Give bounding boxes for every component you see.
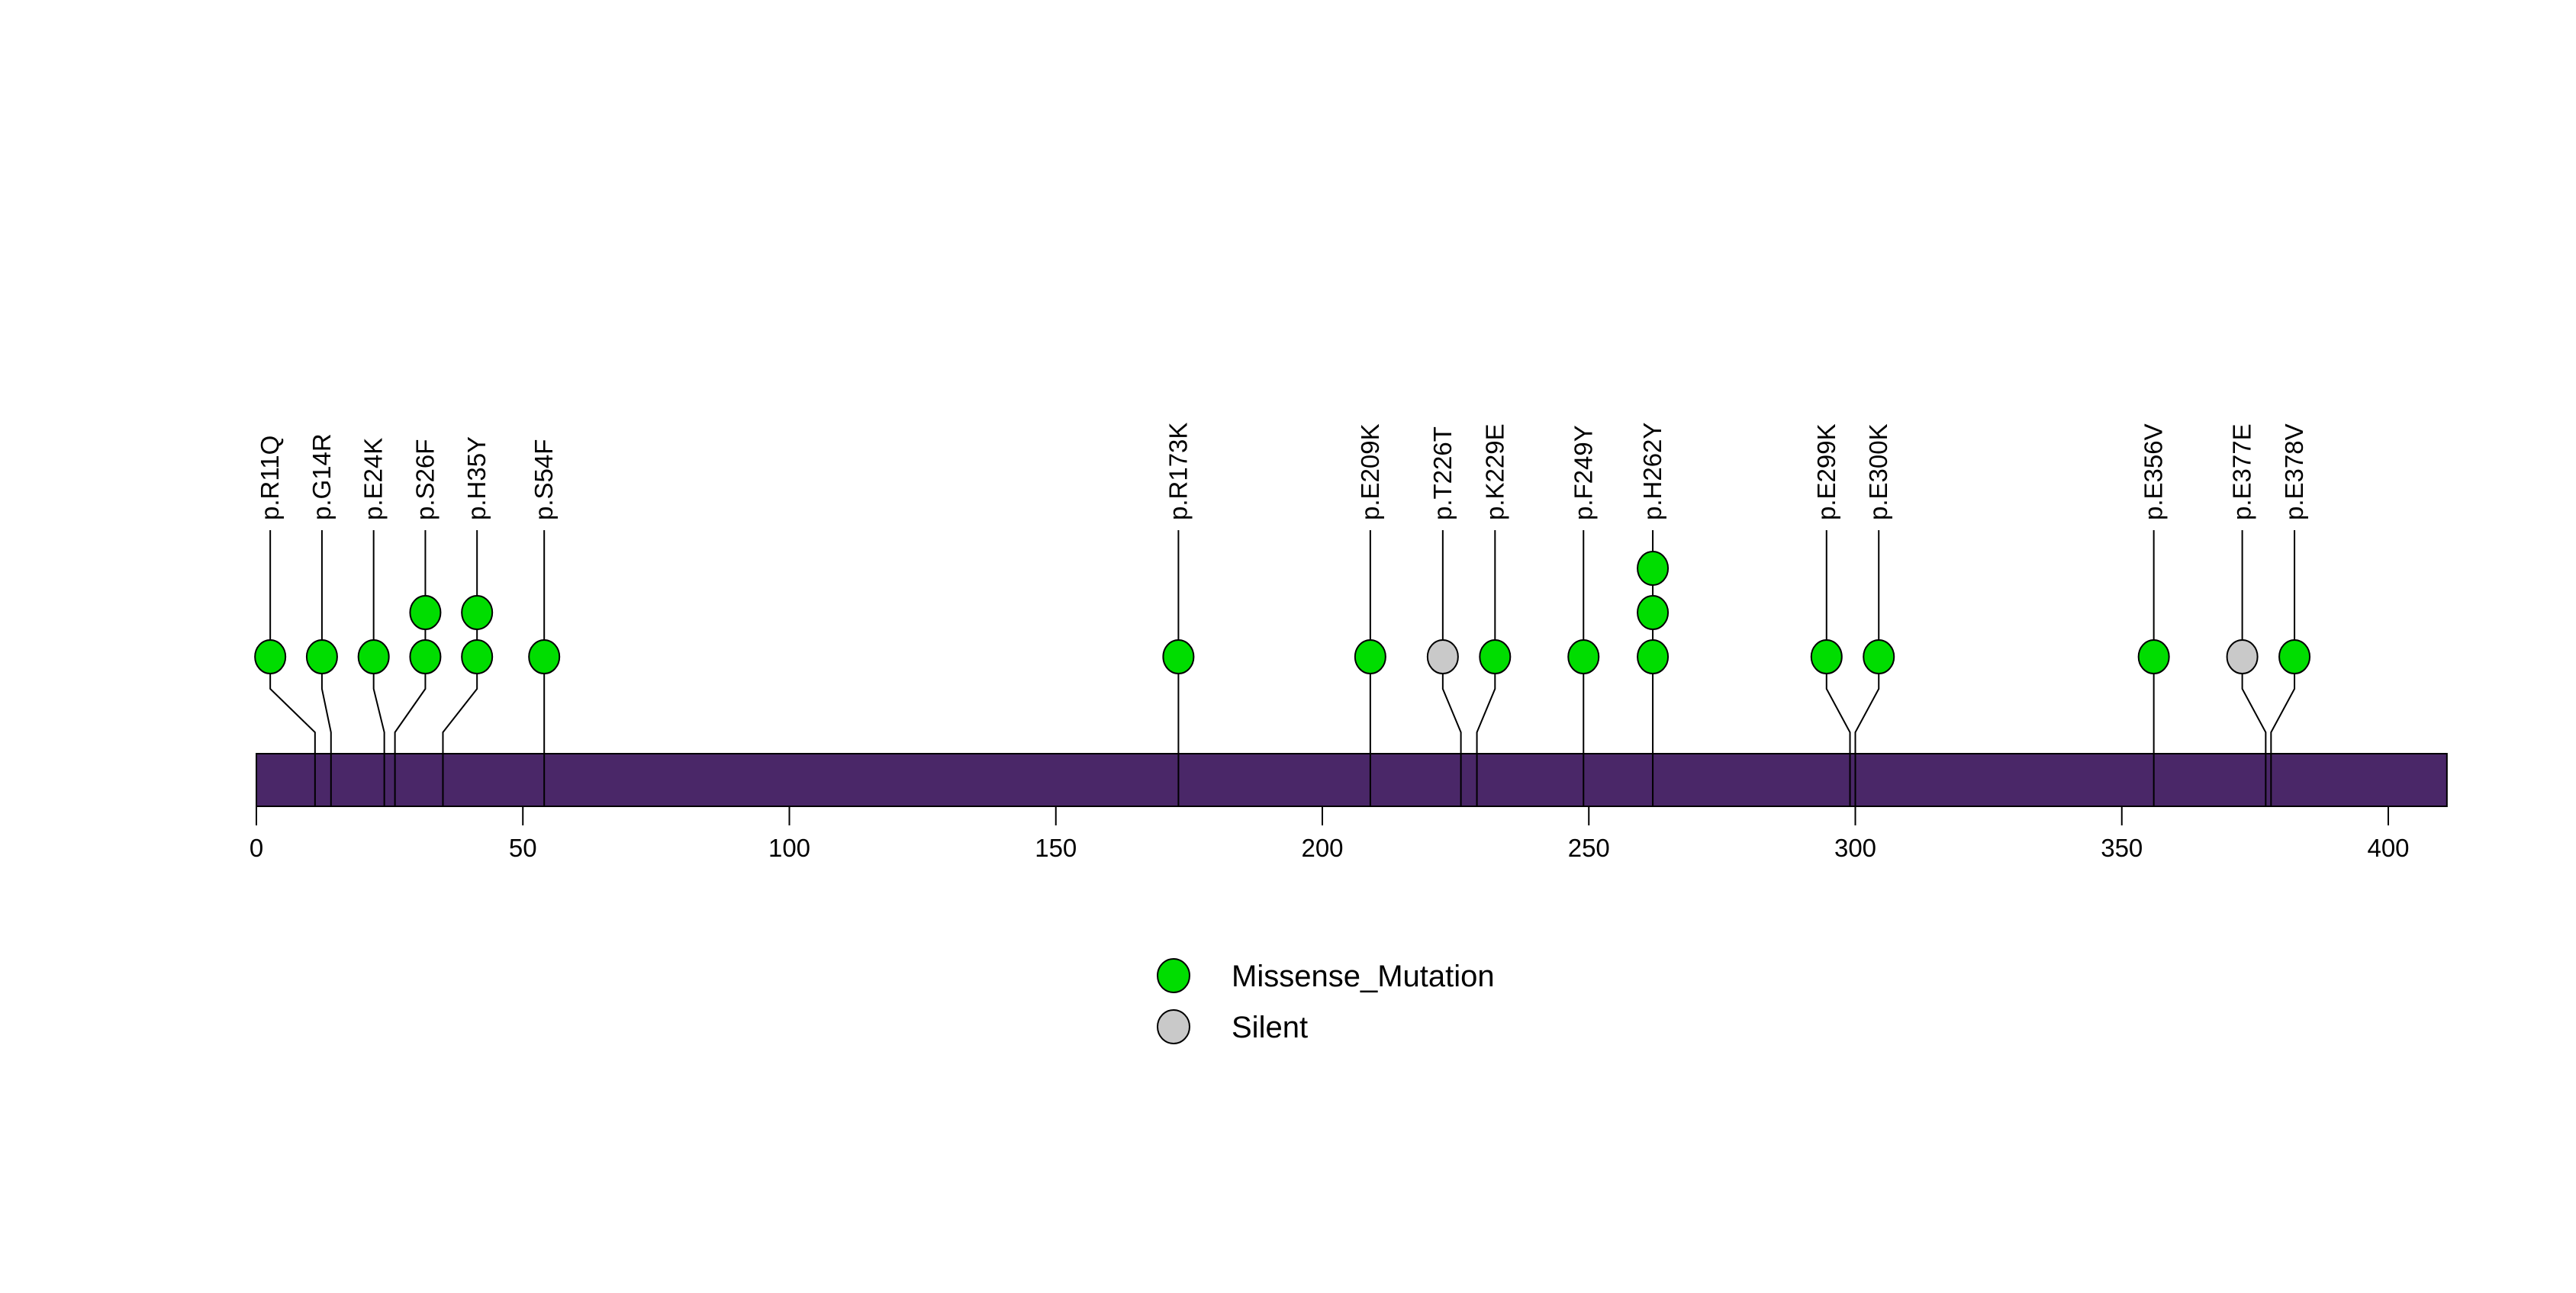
lollipop-stem-p.K229E: [1476, 530, 1496, 806]
mutation-dot-p.H262Y: [1637, 639, 1670, 674]
mutation-dot-p.H262Y: [1637, 551, 1670, 586]
mutation-label-p.E378V: p.E378V: [2280, 423, 2308, 520]
axis-tick-label: 0: [250, 834, 263, 862]
mutation-dot-p.S54F: [528, 639, 561, 674]
axis-tick-label: 150: [1035, 834, 1077, 862]
mutation-label-p.H35Y: p.H35Y: [462, 436, 491, 520]
lollipop-stems: [269, 530, 2296, 806]
axis-tick-label: 250: [1568, 834, 1610, 862]
mutation-labels: p.R11Q p.G14R p.E24K p.S26F p.H35Y p.S54F p.R1…: [256, 423, 2308, 520]
legend-label-Silent: Silent: [1232, 1011, 1308, 1044]
mutation-dot-p.E300K: [1863, 639, 1895, 674]
mutation-label-p.F249Y: p.F249Y: [1569, 425, 1597, 520]
mutation-label-p.H262Y: p.H262Y: [1638, 423, 1666, 520]
mutation-dot-p.H35Y: [461, 639, 494, 674]
mutation-dot-p.E209K: [1354, 639, 1386, 674]
mutation-dot-p.E377E: [2226, 639, 2259, 674]
lollipop-stem-p.E299K: [1825, 530, 1851, 806]
mutation-label-p.S54F: p.S54F: [530, 439, 558, 520]
mutation-label-p.E300K: p.E300K: [1864, 423, 1892, 520]
mutation-dot-p.E299K: [1810, 639, 1843, 674]
mutation-dot-p.E24K: [357, 639, 390, 674]
mutation-label-p.T226T: p.T226T: [1428, 426, 1457, 520]
mutation-dot-p.S26F: [409, 639, 442, 674]
mutation-dot-p.S26F: [409, 595, 442, 630]
lollipop-dots: [254, 551, 2311, 674]
lollipop-stem-p.E300K: [1854, 530, 1880, 806]
mutation-dot-p.F249Y: [1567, 639, 1600, 674]
axis-tick-label: 50: [509, 834, 537, 862]
legend-swatch-Missense_Mutation: [1157, 958, 1190, 993]
mutation-label-p.E209K: p.E209K: [1356, 423, 1384, 520]
legend-swatch-Silent: [1157, 1009, 1190, 1044]
mutation-dot-p.H35Y: [461, 595, 494, 630]
mutation-dot-p.E378V: [2278, 639, 2311, 674]
mutation-label-p.S26F: p.S26F: [411, 439, 439, 520]
axis-tick-label: 200: [1301, 834, 1343, 862]
x-axis: 0 50 100 150 200 250 300 350 400: [250, 806, 2410, 862]
lollipop-stem-p.T226T: [1441, 530, 1462, 806]
mutation-dot-p.K229E: [1479, 639, 1512, 674]
mutation-dot-p.G14R: [305, 639, 338, 674]
mutation-dot-p.R11Q: [254, 639, 287, 674]
mutation-label-p.R11Q: p.R11Q: [256, 436, 284, 520]
axis-tick-label: 350: [2101, 834, 2143, 862]
lollipop-stem-p.G14R: [320, 530, 332, 806]
mutation-dot-p.T226T: [1426, 639, 1459, 674]
mutation-dot-p.R173K: [1162, 639, 1195, 674]
mutation-label-p.E356V: p.E356V: [2140, 423, 2168, 520]
mutation-dot-p.H262Y: [1637, 595, 1670, 630]
lollipop-stem-p.E378V: [2270, 530, 2296, 806]
lollipop-stem-p.E24K: [372, 530, 385, 806]
mutation-label-p.E24K: p.E24K: [359, 438, 388, 520]
lollipop-stem-p.E377E: [2241, 530, 2267, 806]
mutation-dot-p.E356V: [2137, 639, 2170, 674]
protein-backbone: [256, 753, 2448, 807]
mutation-label-p.G14R: p.G14R: [308, 433, 336, 520]
axis-tick-label: 100: [768, 834, 810, 862]
axis-tick-label: 300: [1834, 834, 1876, 862]
axis-tick-label: 400: [2367, 834, 2409, 862]
mutation-label-p.R173K: p.R173K: [1164, 423, 1192, 520]
mutation-label-p.E299K: p.E299K: [1812, 423, 1840, 520]
mutation-label-p.E377E: p.E377E: [2228, 423, 2256, 520]
mutation-label-p.K229E: p.K229E: [1480, 423, 1509, 520]
legend-label-Missense_Mutation: Missense_Mutation: [1232, 960, 1495, 993]
lollipop-stem-p.R11Q: [269, 530, 316, 806]
